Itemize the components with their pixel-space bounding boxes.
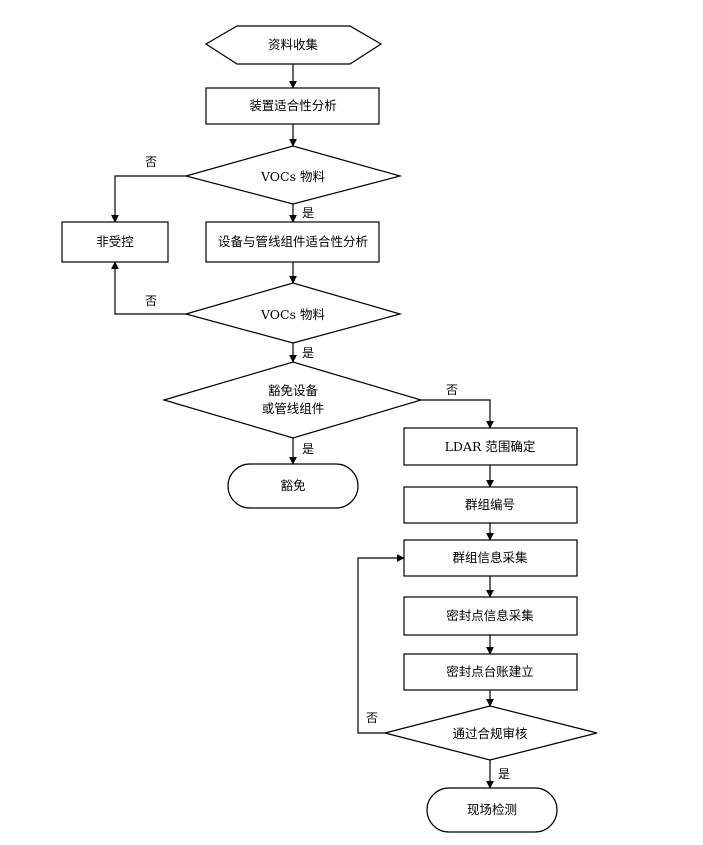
node-exempt-question: 豁免设备 或管线组件: [161, 361, 424, 439]
vocs1-yes-label: 是: [302, 206, 314, 220]
node-non-controlled: 非受控: [61, 221, 169, 263]
node-collect: 资料收集: [204, 25, 383, 65]
process-box: [403, 653, 578, 691]
group-info-label: 群组信息采集: [452, 550, 528, 565]
arrow-compliance-no-loop: [357, 554, 405, 734]
exempt-question-line1: 豁免设备: [268, 383, 319, 398]
process-box: [205, 221, 380, 263]
group-no-label: 群组编号: [465, 497, 515, 512]
vocs-1-label: VOCs 物料: [260, 169, 326, 184]
exempt-question-line2: 或管线组件: [262, 401, 325, 416]
decision-diamond: [384, 705, 598, 761]
node-vocs-1: VOCs 物料: [183, 145, 403, 205]
exempt-label: 豁免: [280, 478, 305, 493]
node-group-no: 群组编号: [403, 486, 578, 524]
terminal-shape: [426, 787, 558, 833]
field-test-label: 现场检测: [467, 802, 517, 817]
equip-fit-label: 设备与管线组件适合性分析: [218, 234, 368, 249]
connectors: [111, 64, 494, 789]
vocs1-no-label: 否: [145, 155, 157, 169]
vocs2-no-label: 否: [145, 294, 157, 308]
process-box: [205, 87, 380, 125]
vocs2-yes-label: 是: [302, 346, 314, 360]
node-vocs-2: VOCs 物料: [183, 282, 403, 344]
node-compliance: 通过合规审核: [384, 705, 598, 761]
seal-ledger-label: 密封点台账建立: [446, 664, 534, 679]
process-box: [403, 486, 578, 524]
compliance-label: 通过合规审核: [452, 726, 528, 741]
node-seal-ledger: 密封点台账建立: [403, 653, 578, 691]
seal-info-label: 密封点信息采集: [446, 608, 534, 623]
node-seal-info: 密封点信息采集: [403, 596, 578, 636]
decision-diamond: [161, 361, 424, 439]
decision-diamond: [183, 145, 403, 205]
process-box: [403, 427, 578, 466]
vocs-2-label: VOCs 物料: [260, 307, 326, 322]
compliance-yes-label: 是: [498, 767, 510, 781]
terminal-shape: [227, 463, 359, 509]
process-box: [403, 539, 578, 577]
compliance-no-label: 否: [366, 711, 378, 725]
ldar-scope-label: LDAR 范围确定: [445, 439, 536, 454]
process-box: [403, 596, 578, 636]
node-device-fit: 装置适合性分析: [205, 87, 380, 125]
exempt-yes-label: 是: [302, 442, 314, 456]
arrow-vocs1-no: [111, 175, 186, 223]
node-field-test: 现场检测: [426, 787, 558, 833]
device-fit-label: 装置适合性分析: [249, 98, 337, 113]
decision-diamond: [183, 282, 403, 344]
edge-labels: 否 是 否 是 否 是 否 是: [145, 155, 510, 781]
node-exempt: 豁免: [227, 463, 359, 509]
arrow-exempt-no: [421, 399, 494, 429]
node-group-info: 群组信息采集: [403, 539, 578, 577]
arrow-vocs2-no: [111, 261, 186, 315]
process-box: [61, 221, 169, 263]
node-equip-fit: 设备与管线组件适合性分析: [205, 221, 380, 263]
hexagon-shape: [204, 25, 383, 65]
node-ldar-scope: LDAR 范围确定: [403, 427, 578, 466]
collect-label: 资料收集: [268, 37, 319, 52]
exempt-no-label: 否: [446, 383, 458, 397]
non-controlled-label: 非受控: [96, 234, 134, 249]
